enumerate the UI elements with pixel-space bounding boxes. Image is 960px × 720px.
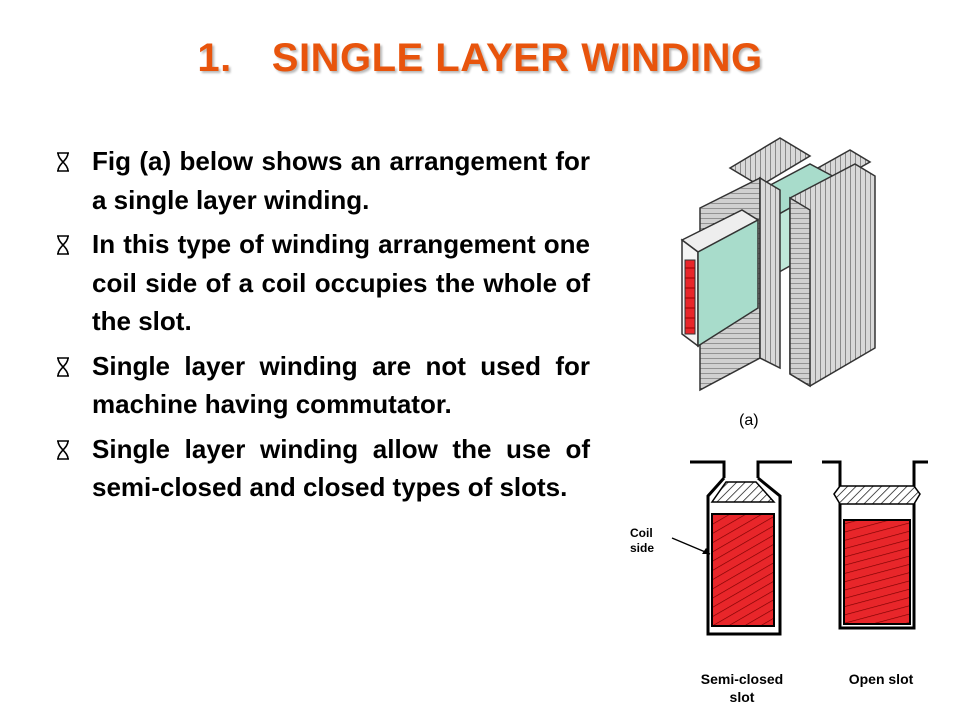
semi-closed-slot-label: Semi-closed slot [678, 670, 806, 706]
armature-stack-illustration [680, 137, 876, 392]
bullet-list: Fig (a) below shows an arrangement for a… [54, 142, 590, 513]
bullet-item: Single layer winding are not used for ma… [54, 347, 590, 424]
bullet-item: In this type of winding arrangement one … [54, 225, 590, 341]
coil-side-label: Coil side [630, 526, 674, 556]
coil-label-line2: side [630, 541, 655, 555]
title-text: SINGLE LAYER WINDING [271, 36, 763, 80]
hourglass-bullet-icon [57, 235, 69, 255]
bullet-text: Single layer winding allow the use of se… [92, 433, 590, 503]
coil-side-arrow [671, 537, 711, 555]
figure-a-caption: (a) [739, 412, 759, 429]
bullet-item: Single layer winding allow the use of se… [54, 430, 590, 507]
semi-closed-slot-diagram [690, 460, 792, 636]
open-slot-diagram [822, 460, 928, 630]
bullet-text: Single layer winding are not used for ma… [92, 350, 590, 420]
slide-title: 1. SINGLE LAYER WINDING [0, 36, 960, 81]
semi-closed-line2: slot [729, 689, 755, 705]
coil-label-line1: Coil [630, 526, 653, 540]
semi-closed-line1: Semi-closed [700, 671, 784, 687]
bullet-text: In this type of winding arrangement one … [92, 229, 590, 336]
open-slot-label: Open slot [848, 671, 914, 687]
bullet-text: Fig (a) below shows an arrangement for a… [92, 146, 590, 215]
hourglass-bullet-icon [57, 439, 69, 460]
hourglass-bullet-icon [57, 152, 69, 172]
title-number: 1. [197, 36, 232, 80]
hourglass-bullet-icon [57, 356, 69, 377]
bullet-item: Fig (a) below shows an arrangement for a… [54, 142, 590, 219]
